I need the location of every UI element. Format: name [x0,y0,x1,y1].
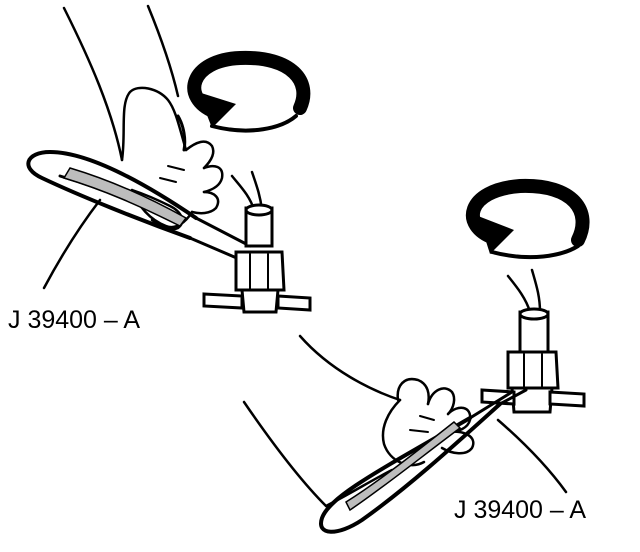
lower-hand [242,334,475,508]
lower-wrench-tool [319,388,528,534]
upper-leader-line [42,198,102,290]
upper-sensor-fitting [202,170,312,314]
upper-wrench-tool [26,150,252,264]
lower-sensor-fitting [480,268,586,414]
lower-tool-label: J 39400 – A [454,496,586,524]
lower-leader-line [496,418,568,494]
rotation-arrow-icon [465,178,590,260]
upper-tool-label: J 39400 – A [8,306,140,334]
rotation-arrow-icon [187,50,311,133]
